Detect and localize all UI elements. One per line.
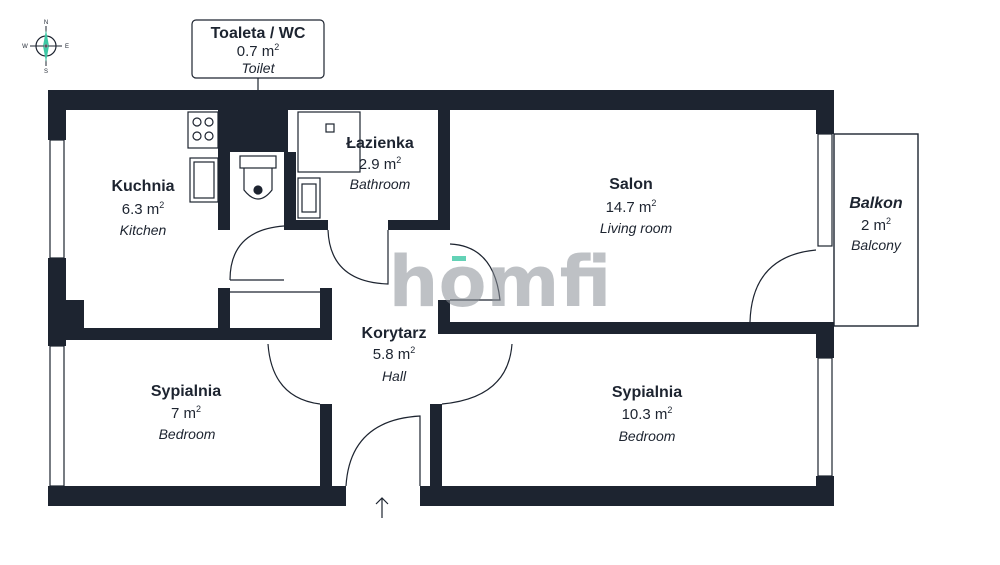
walls xyxy=(48,90,834,506)
wall-bedroom-right-left xyxy=(430,404,442,506)
label-kitchen: Kuchnia 6.3 m2 Kitchen xyxy=(111,178,174,238)
wall-bath-bottom xyxy=(284,220,328,230)
toilet-door-swing xyxy=(229,225,285,281)
balcony-door-swing xyxy=(749,249,817,323)
hall-english: Hall xyxy=(382,368,407,384)
compass-west-label: W xyxy=(22,44,28,50)
bedroom-large-name: Sypialnia xyxy=(612,384,682,401)
label-bedroom-small: Sypialnia 7 m2 Bedroom xyxy=(151,383,221,442)
bedroom-small-english: Bedroom xyxy=(159,426,216,442)
toilet-name: Toaleta / WC xyxy=(211,25,306,42)
bathroom-english: Bathroom xyxy=(350,176,411,192)
stove xyxy=(187,111,219,149)
kitchen-fixtures xyxy=(187,111,219,203)
window-living xyxy=(817,133,833,247)
window-kitchen xyxy=(49,139,65,259)
hall-name: Korytarz xyxy=(362,325,427,342)
label-living-room: Salon 14.7 m2 Living room xyxy=(600,176,673,236)
toilet-callout: Toaleta / WC 0.7 m2 Toilet xyxy=(191,19,325,92)
bathroom-sink-basin xyxy=(301,183,317,213)
wall-left-niche xyxy=(66,300,84,330)
bathroom-door-swing xyxy=(327,229,389,285)
wall-bedroom-left-right xyxy=(320,404,332,506)
wall-bath-bottom-right xyxy=(388,220,448,230)
wall-kitchen-right xyxy=(218,152,230,230)
wall-living-left xyxy=(438,300,450,334)
kitchen-sink xyxy=(189,157,219,203)
compass-needle-south xyxy=(43,46,49,62)
wall-shaft xyxy=(218,110,288,152)
compass-north-label: N xyxy=(44,20,48,26)
living-room-name: Salon xyxy=(609,176,653,193)
wall-left-mid xyxy=(48,258,66,346)
entrance-arrow-icon xyxy=(375,497,389,518)
toilet-drain-icon xyxy=(253,185,263,195)
balcony-english: Balcony xyxy=(851,237,902,253)
watermark-accent xyxy=(452,256,466,261)
wall-right-lower xyxy=(816,476,834,506)
hall-area: 5.8 m2 xyxy=(373,345,416,363)
toilet-bowl xyxy=(243,168,273,200)
kitchen-area: 6.3 m2 xyxy=(122,200,165,218)
kitchen-name: Kuchnia xyxy=(111,178,174,195)
bedroom-large-area: 10.3 m2 xyxy=(622,405,673,423)
burner-icon xyxy=(204,131,214,141)
wall-bottom-left xyxy=(48,486,346,506)
kitchen-sink-basin xyxy=(193,161,215,199)
living-door-swing xyxy=(449,243,501,301)
burner-icon xyxy=(192,131,202,141)
compass: N S E W xyxy=(22,20,69,75)
window-bedroom-right xyxy=(817,357,833,477)
wall-kitchen-corner xyxy=(218,288,230,340)
label-bathroom: Łazienka 2.9 m2 Bathroom xyxy=(346,135,414,192)
bedroom-left-door-swing xyxy=(267,343,321,405)
compass-south-label: S xyxy=(44,69,48,75)
balcony-area: 2 m2 xyxy=(861,216,891,234)
label-balcony: Balkon 2 m2 Balcony xyxy=(849,195,903,253)
bathroom-name: Łazienka xyxy=(346,135,414,152)
shower-drain-icon xyxy=(325,123,335,133)
label-bedroom-large: Sypialnia 10.3 m2 Bedroom xyxy=(612,384,682,444)
bedroom-small-area: 7 m2 xyxy=(171,404,201,422)
wall-bottom-right xyxy=(420,486,834,506)
entrance-door-swing xyxy=(345,415,421,487)
burner-icon xyxy=(192,117,202,127)
compass-east-label: E xyxy=(65,44,69,50)
balcony-name: Balkon xyxy=(849,195,903,212)
bedroom-right-door-swing xyxy=(441,343,513,405)
wall-left-upper xyxy=(48,90,66,140)
balcony-outline xyxy=(833,133,919,327)
balcony xyxy=(833,133,919,327)
wall-kitchen-bottom xyxy=(66,328,332,340)
toilet-tank xyxy=(239,155,277,169)
wall-living-bottom xyxy=(438,322,834,334)
living-room-english: Living room xyxy=(600,220,673,236)
bathroom-fixtures xyxy=(297,111,389,285)
window-bedroom-left xyxy=(49,345,65,487)
burner-icon xyxy=(204,117,214,127)
bathroom-area: 2.9 m2 xyxy=(359,155,402,173)
wall-right-upper xyxy=(816,90,834,134)
toilet-fixtures xyxy=(229,155,285,281)
compass-needle-north xyxy=(43,30,49,46)
wall-closet-right xyxy=(320,288,332,340)
bathroom-sink xyxy=(297,177,321,219)
bedroom-large-english: Bedroom xyxy=(619,428,676,444)
shower-tray xyxy=(297,111,361,173)
windows xyxy=(49,133,833,487)
toilet-area: 0.7 m2 xyxy=(237,42,280,60)
wall-bath-right xyxy=(438,110,450,230)
bedroom-small-name: Sypialnia xyxy=(151,383,221,400)
kitchen-english: Kitchen xyxy=(120,222,167,238)
wall-top xyxy=(48,90,834,110)
doors xyxy=(230,243,817,487)
label-hall: Korytarz 5.8 m2 Hall xyxy=(362,325,427,384)
living-room-area: 14.7 m2 xyxy=(606,198,657,216)
watermark-logo: homfi xyxy=(389,241,612,323)
wall-toilet-right xyxy=(284,152,296,222)
toilet-english: Toilet xyxy=(242,60,276,76)
